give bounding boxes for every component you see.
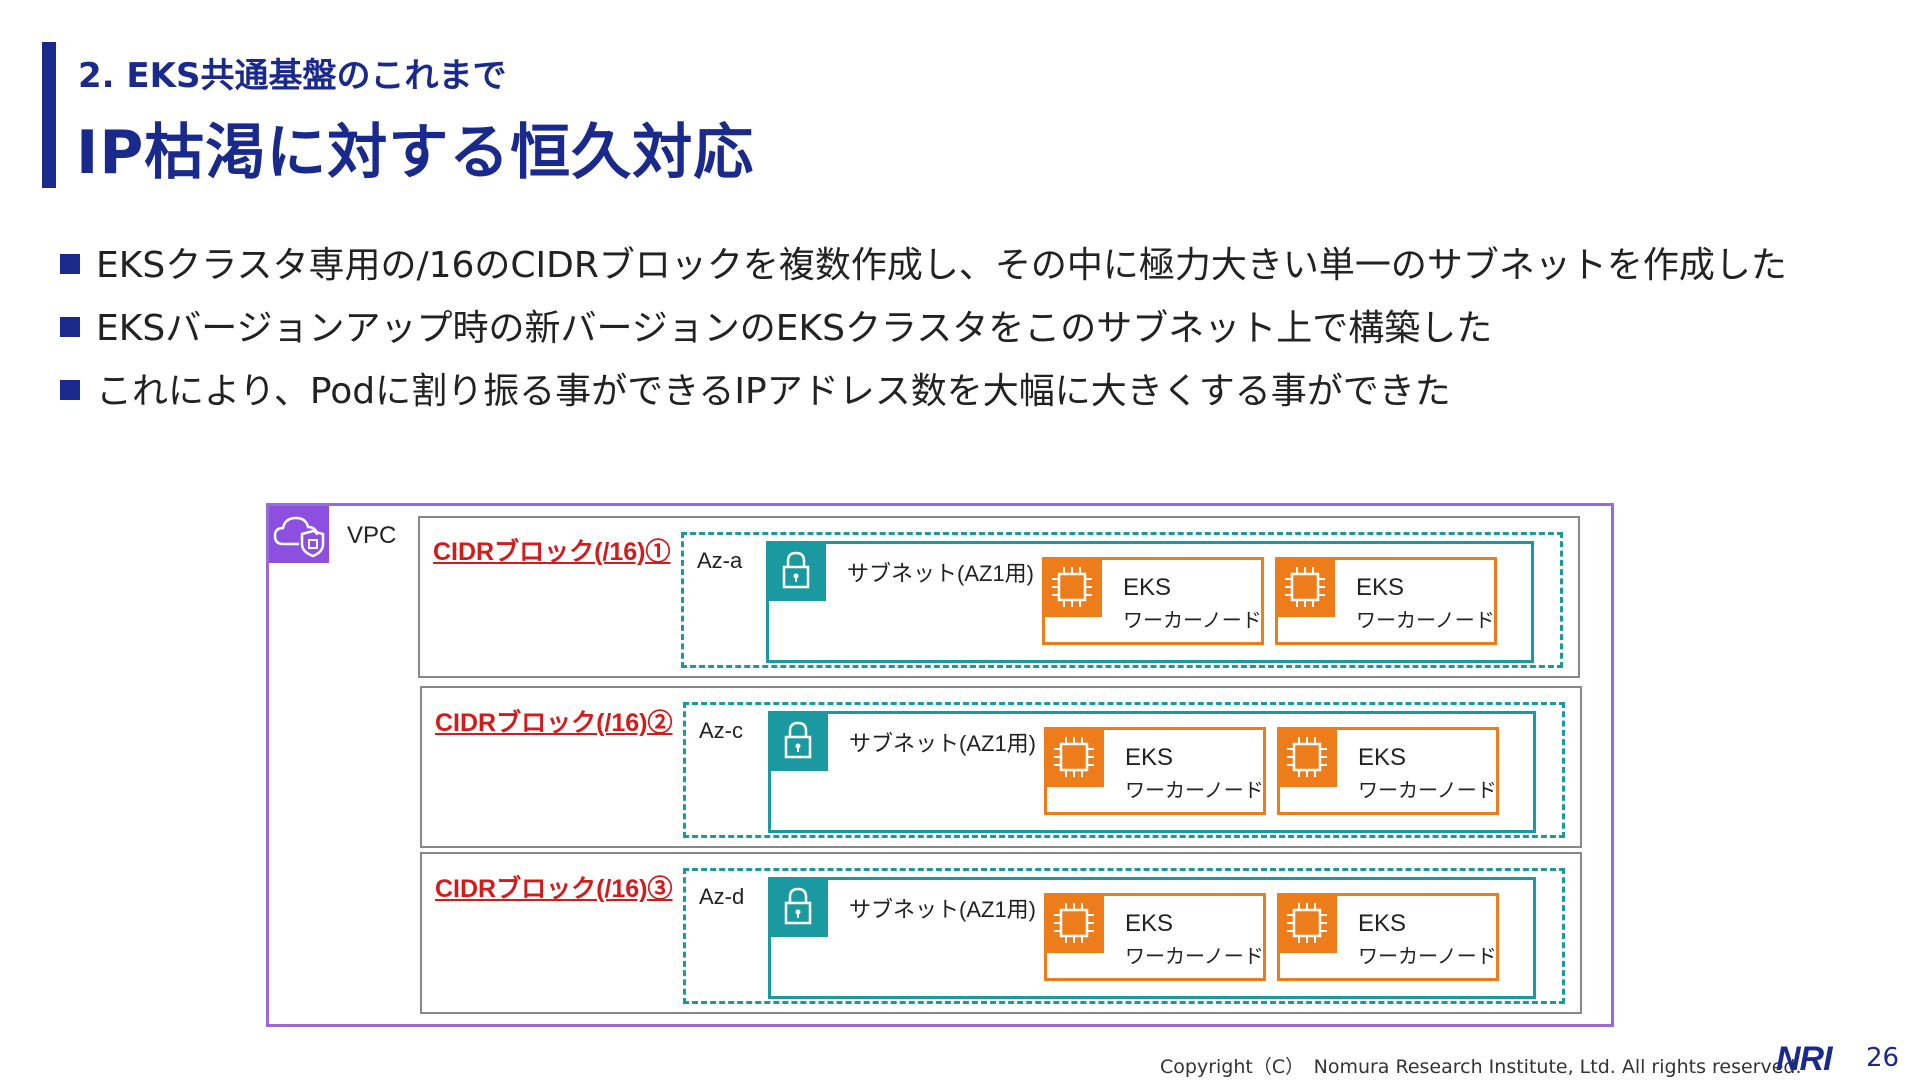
eks-worker-node: EKS ワーカーノード	[1277, 727, 1499, 815]
bullet-item: EKSクラスタ専用の/16のCIDRブロックを複数作成し、その中に極力大きい単一…	[60, 230, 1787, 293]
subnet: サブネット(AZ1用) EKS ワーカーノード EKS ワーカーノード	[766, 541, 1534, 663]
availability-zone	[683, 868, 1565, 1004]
bullet-text: これにより、Podに割り振る事ができるIPアドレス数を大幅に大きくする事ができた	[96, 370, 1451, 412]
node-title: EKS	[1356, 574, 1405, 601]
eks-worker-node: EKS ワーカーノード	[1042, 557, 1264, 645]
eks-worker-node: EKS ワーカーノード	[1044, 893, 1266, 981]
section-subtitle: 2. EKS共通基盤のこれまで	[78, 56, 507, 96]
cidr-block-label: CIDRブロック(/16)③	[435, 875, 673, 903]
node-subtitle: ワーカーノード	[1123, 608, 1262, 632]
node-title: EKS	[1125, 910, 1174, 937]
node-subtitle: ワーカーノード	[1125, 944, 1264, 968]
vpc-cloud-shield-icon	[269, 506, 329, 563]
lock-icon	[768, 877, 828, 937]
node-subtitle: ワーカーノード	[1125, 778, 1264, 802]
cidr-block	[420, 852, 1582, 1014]
bullet-square-icon	[60, 316, 80, 337]
title-accent-bar	[42, 42, 56, 188]
subnet-label: サブネット(AZ1用)	[847, 561, 1035, 586]
ec2-chip-icon	[1044, 893, 1104, 953]
subnet-label: サブネット(AZ1用)	[849, 731, 1037, 756]
eks-worker-node: EKS ワーカーノード	[1275, 557, 1497, 645]
cidr-block	[418, 516, 1580, 678]
bullet-square-icon	[60, 379, 80, 400]
ec2-chip-icon	[1277, 727, 1337, 787]
node-title: EKS	[1125, 744, 1174, 771]
az-label: Az-a	[697, 548, 743, 573]
az-label: Az-c	[699, 718, 743, 743]
eks-worker-node: EKS ワーカーノード	[1277, 893, 1499, 981]
ec2-chip-icon	[1044, 727, 1104, 787]
subnet-label: サブネット(AZ1用)	[849, 897, 1037, 922]
node-title: EKS	[1358, 910, 1407, 937]
subnet: サブネット(AZ1用) EKS ワーカーノード EKS ワーカーノード	[768, 711, 1536, 833]
node-title: EKS	[1358, 744, 1407, 771]
az-label: Az-d	[699, 884, 745, 909]
availability-zone	[683, 702, 1565, 838]
ec2-chip-icon	[1275, 557, 1335, 617]
ec2-chip-icon	[1042, 557, 1102, 617]
bullet-list: EKSクラスタ専用の/16のCIDRブロックを複数作成し、その中に極力大きい単一…	[60, 230, 1787, 419]
bullet-text: EKSクラスタ専用の/16のCIDRブロックを複数作成し、その中に極力大きい単一…	[96, 244, 1787, 286]
node-title: EKS	[1123, 574, 1172, 601]
vpc-label: VPC	[347, 522, 397, 549]
cidr-block	[420, 686, 1582, 848]
cidr-block-label: CIDRブロック(/16)②	[435, 709, 673, 737]
bullet-square-icon	[60, 253, 80, 274]
subnet: サブネット(AZ1用) EKS ワーカーノード EKS ワーカーノード	[768, 877, 1536, 999]
page-number: 26	[1866, 1043, 1900, 1073]
bullet-text: EKSバージョンアップ時の新バージョンのEKSクラスタをこのサブネット上で構築し…	[96, 307, 1493, 349]
bullet-item: これにより、Podに割り振る事ができるIPアドレス数を大幅に大きくする事ができた	[60, 356, 1787, 419]
node-subtitle: ワーカーノード	[1358, 944, 1497, 968]
vpc-container: VPC CIDRブロック(/16)① Az-a サブネット(AZ1用) EKS …	[266, 503, 1614, 1027]
node-subtitle: ワーカーノード	[1358, 778, 1497, 802]
availability-zone	[681, 532, 1563, 668]
page-title: IP枯渇に対する恒久対応	[76, 118, 755, 188]
lock-icon	[768, 711, 828, 771]
nri-logo: NRI	[1776, 1040, 1833, 1078]
node-subtitle: ワーカーノード	[1356, 608, 1495, 632]
ec2-chip-icon	[1277, 893, 1337, 953]
bullet-item: EKSバージョンアップ時の新バージョンのEKSクラスタをこのサブネット上で構築し…	[60, 293, 1787, 356]
lock-icon	[766, 541, 826, 601]
eks-worker-node: EKS ワーカーノード	[1044, 727, 1266, 815]
cidr-block-label: CIDRブロック(/16)①	[433, 538, 671, 566]
copyright-text: Copyright（C） Nomura Research Institute, …	[1160, 1056, 1802, 1078]
